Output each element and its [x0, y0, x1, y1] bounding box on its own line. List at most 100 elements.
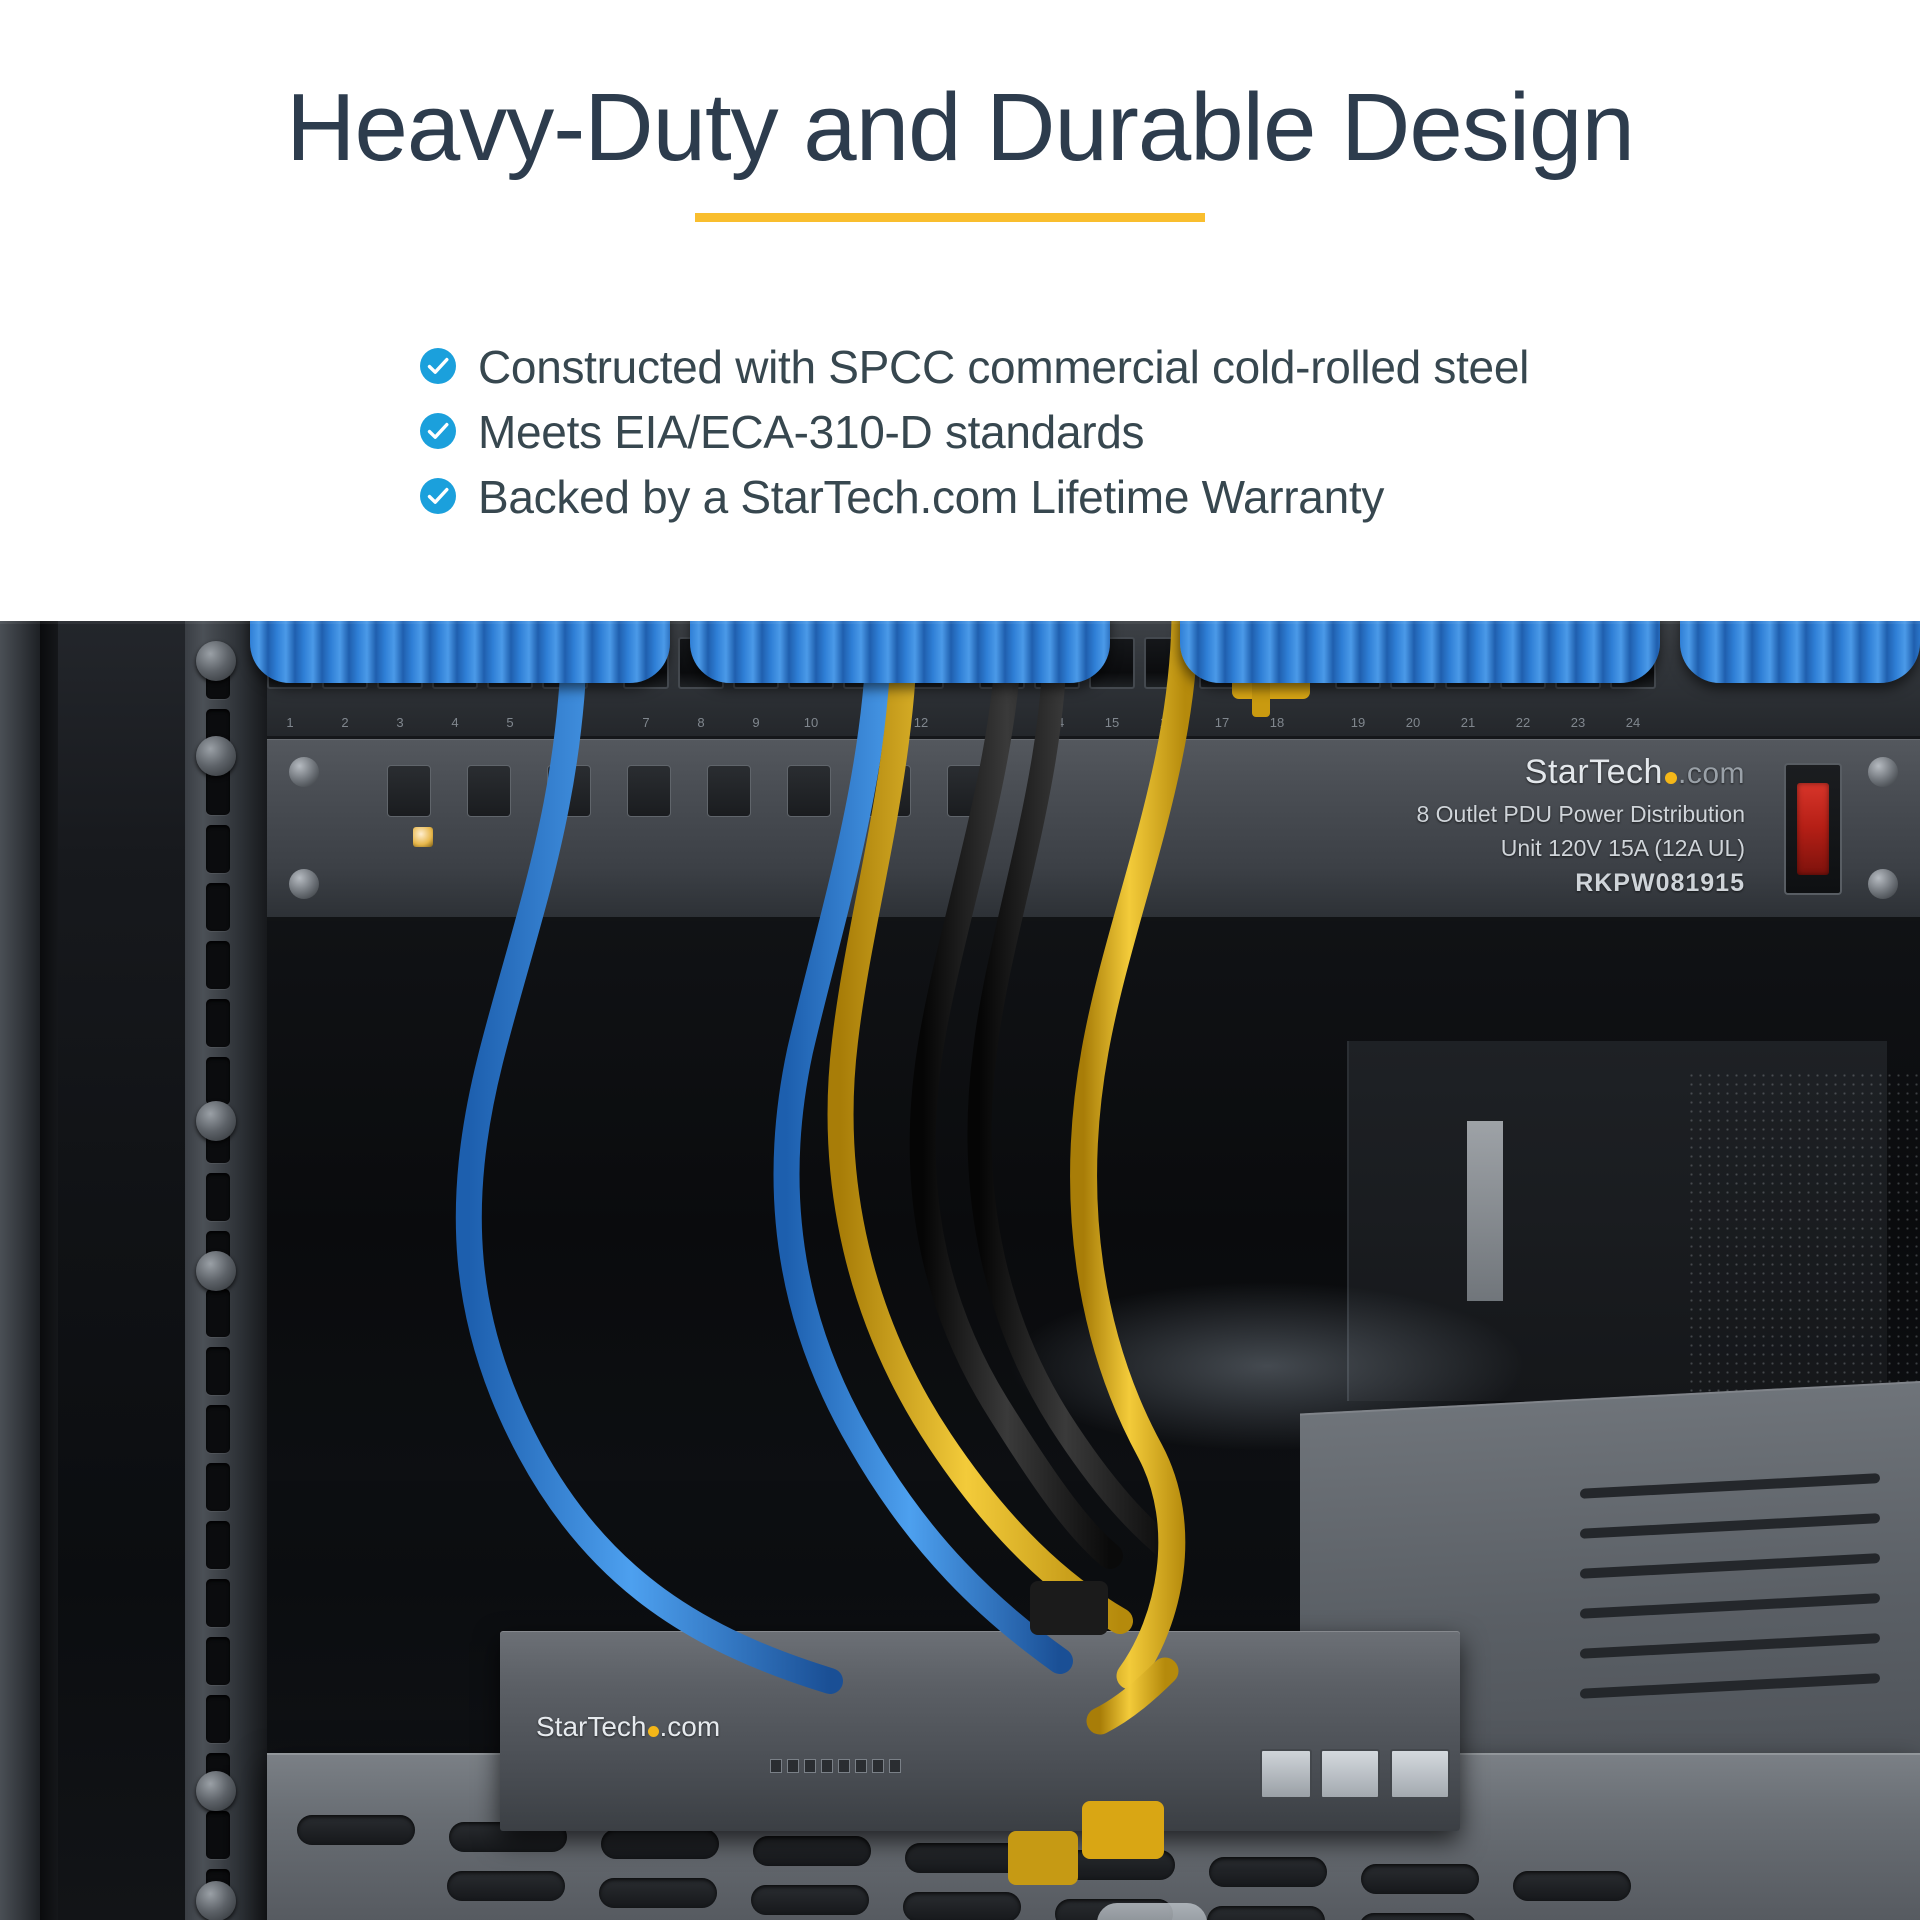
pdu-outlet[interactable]	[707, 765, 751, 817]
yellow-rj45-latch	[1252, 679, 1270, 717]
device-status-leds	[770, 1759, 901, 1773]
rack-rail-hole	[206, 1811, 230, 1859]
list-item: Meets EIA/ECA-310-D standards	[420, 407, 1520, 457]
pdu-description-line-1: 8 Outlet PDU Power Distribution	[1416, 801, 1745, 827]
content-block: Heavy-Duty and Durable Design Constructe…	[0, 0, 1920, 621]
device-brand-name: StarTech	[536, 1711, 647, 1742]
patch-panel-port-label: 12	[913, 715, 929, 730]
patch-panel-port-label: 4	[451, 715, 459, 730]
cavity-light-strip	[1467, 1121, 1503, 1301]
patch-panel-port-label: 19	[1350, 715, 1366, 730]
shelf-vent-slot	[903, 1892, 1021, 1920]
device-led	[804, 1759, 816, 1773]
device-led	[770, 1759, 782, 1773]
pdu-outlet[interactable]	[387, 765, 431, 817]
shelf-vent-slot	[297, 1815, 415, 1845]
rack-rail-hole	[206, 1347, 230, 1395]
patch-panel-port-label: 15	[1104, 715, 1120, 730]
rack-cage-screw	[196, 1251, 236, 1291]
rack-rail-hole	[206, 1579, 230, 1627]
feature-label: Constructed with SPCC commercial cold-ro…	[478, 341, 1530, 393]
device-led	[872, 1759, 884, 1773]
blue-cable-bundle	[1180, 621, 1660, 683]
pdu-outlet[interactable]	[787, 765, 831, 817]
device-rj45-port	[1260, 1749, 1312, 1799]
rack-rail-hole	[206, 999, 230, 1047]
device-led	[821, 1759, 833, 1773]
device-led	[889, 1759, 901, 1773]
pdu-brand-suffix: .com	[1677, 757, 1745, 790]
yellow-patch-cable	[1070, 621, 1199, 1690]
patch-panel-port-label: 20	[1405, 715, 1421, 730]
rack-rail-hole	[206, 825, 230, 873]
blue-cable-bundle	[1680, 621, 1920, 683]
pdu-outlet-strip	[387, 765, 1047, 845]
rack-cage-screw	[196, 1881, 236, 1920]
pdu-model-number: RKPW081915	[1575, 869, 1745, 897]
shelf-vent-slot	[753, 1836, 871, 1866]
rack-rail-hole	[206, 1695, 230, 1743]
pdu-outlet[interactable]	[627, 765, 671, 817]
pdu-outlet[interactable]	[467, 765, 511, 817]
yellow-rj45-connector	[1008, 1831, 1078, 1885]
rack-rail-hole	[206, 883, 230, 931]
cavity-rear-panel	[1347, 1041, 1887, 1401]
rack-rail-hole	[206, 1057, 230, 1105]
rack-cage-screw	[196, 1771, 236, 1811]
patch-panel-port-label: 3	[396, 715, 404, 730]
pdu-power-switch-rocker[interactable]	[1797, 783, 1829, 875]
rack-rail-hole	[206, 1463, 230, 1511]
yellow-patch-cable	[827, 621, 1133, 1634]
patch-panel-port-label: 2	[341, 715, 349, 730]
feature-label: Backed by a StarTech.com Lifetime Warran…	[478, 471, 1385, 523]
photo-top-edge	[0, 621, 1920, 624]
patch-panel-port-label: 17	[1214, 715, 1230, 730]
rack-rail-hole	[206, 941, 230, 989]
pdu-screw	[289, 757, 319, 787]
patch-panel-port-label: 22	[1515, 715, 1531, 730]
pdu-screw	[289, 869, 319, 899]
network-cable-layer	[455, 621, 1310, 1885]
rack-rail-outer	[0, 621, 40, 1920]
yellow-patch-cable	[1086, 1657, 1179, 1735]
rack-rail-hole	[206, 1289, 230, 1337]
blue-cable-bundle	[250, 621, 670, 683]
shelf-vent-slot	[1359, 1913, 1477, 1920]
shelf-vent-slot	[1209, 1857, 1327, 1887]
list-item: Constructed with SPCC commercial cold-ro…	[420, 342, 1529, 392]
shelf-vent-slot	[1361, 1864, 1479, 1894]
feature-label: Meets EIA/ECA-310-D standards	[478, 406, 1145, 458]
pdu-brand-name: StarTech	[1524, 753, 1663, 791]
rack-rail-hole	[206, 1521, 230, 1569]
pdu-power-switch[interactable]	[1784, 763, 1842, 895]
rack-rail-hole	[206, 1173, 230, 1221]
patch-panel-port-label: 24	[1625, 715, 1641, 730]
brand-dot-icon	[1664, 772, 1677, 784]
pdu-screw	[1868, 869, 1898, 899]
pdu-screw	[1868, 757, 1898, 787]
shelf-vent-slot	[905, 1843, 1023, 1873]
shelf-handle[interactable]	[1097, 1903, 1207, 1920]
black-patch-cable	[909, 621, 1123, 1569]
pdu-description-line-2: Unit 120V 15A (12A UL)	[1500, 835, 1745, 861]
rack-cage-screw	[196, 736, 236, 776]
patch-panel-port-label: 21	[1460, 715, 1476, 730]
rack-cage-screw	[196, 641, 236, 681]
feature-list: Constructed with SPCC commercial cold-ro…	[420, 342, 1529, 537]
blue-patch-cable	[455, 621, 843, 1694]
device-sfp-port	[1320, 1749, 1380, 1799]
shelf-vent-slot	[751, 1885, 869, 1915]
check-circle-icon	[420, 413, 456, 449]
device-led	[838, 1759, 850, 1773]
rack-cage-screw	[196, 1101, 236, 1141]
check-circle-icon	[420, 348, 456, 384]
device-led	[787, 1759, 799, 1773]
black-patch-cable	[967, 621, 1182, 1563]
shelf-vent-slot	[1513, 1871, 1631, 1901]
patch-panel-port-label: 8	[697, 715, 705, 730]
yellow-rj45-connector	[1082, 1801, 1164, 1859]
black-rj45-connector	[1030, 1581, 1108, 1635]
rack-rail-hole	[206, 1405, 230, 1453]
